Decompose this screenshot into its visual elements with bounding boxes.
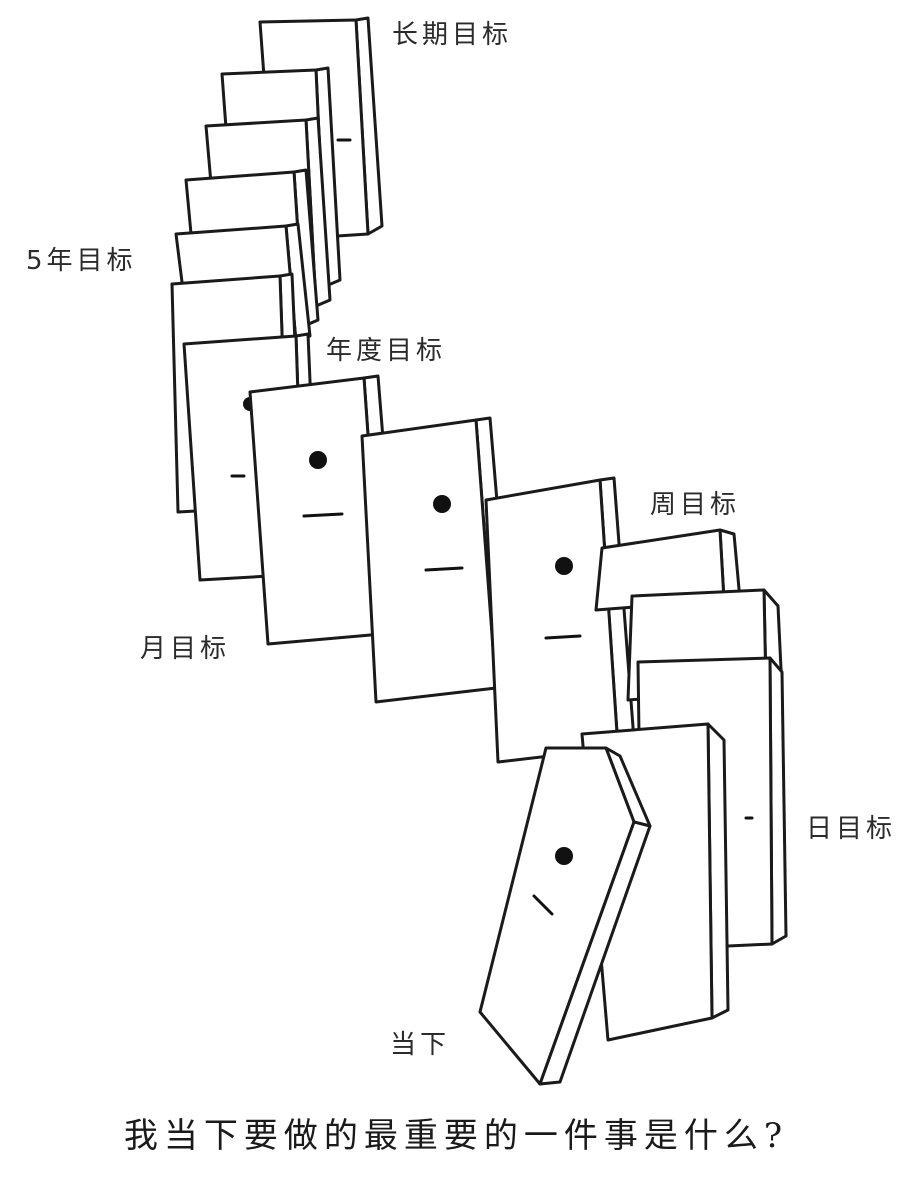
label-daily: 日目标 xyxy=(806,814,897,844)
label-monthly: 月目标 xyxy=(140,634,231,664)
label-long-term: 长期目标 xyxy=(392,20,513,50)
domino-weekly xyxy=(484,476,636,764)
domino-weekly-2 xyxy=(594,528,742,612)
caption-question: 我当下要做的最重要的一件事是什么? xyxy=(123,1116,789,1156)
label-annual: 年度目标 xyxy=(326,336,447,366)
label-five-year: 5年目标 xyxy=(26,246,137,276)
label-weekly: 周目标 xyxy=(650,490,741,520)
label-now: 当下 xyxy=(390,1030,451,1060)
domino-now xyxy=(478,746,652,1086)
